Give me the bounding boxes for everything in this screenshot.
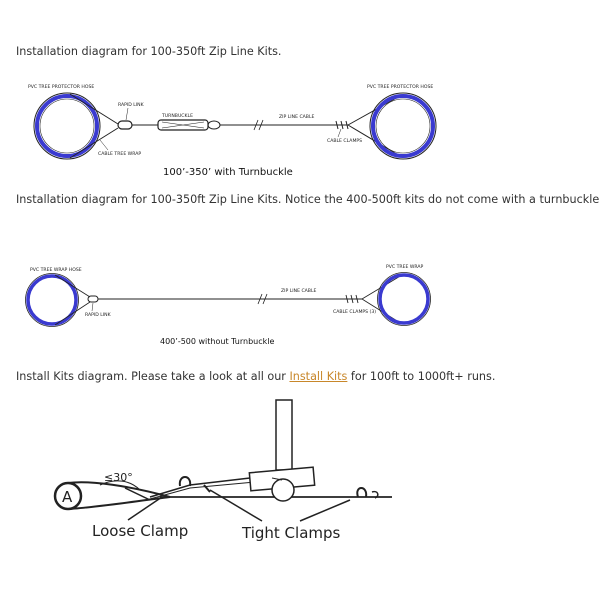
left-tree-outline <box>33 92 101 160</box>
right-tree-hose <box>371 94 435 158</box>
lever-handle <box>275 399 293 471</box>
install-kit-diagram: A ≤30° Loose Clamp Tight Clamps <box>53 399 392 542</box>
cable-wrap-anchor <box>67 481 171 510</box>
lever-wheel <box>271 478 295 502</box>
label-pvc-left-2: PVC TREE WRAP HOSE <box>30 267 82 273</box>
diagram-without-turnbuckle: PVC TREE WRAP HOSE PVC TREE WRAP RAPID L… <box>25 264 431 346</box>
left-tree-hose <box>35 94 99 158</box>
install-kits-link[interactable]: Install Kits <box>289 370 348 383</box>
cable-clamps-1 <box>335 120 349 130</box>
caption-100-350-kits: Installation diagram for 100-350ft Zip L… <box>16 45 282 58</box>
label-rapid-link-2: RAPID LINK <box>85 312 112 318</box>
angle-label: ≤30° <box>104 471 133 484</box>
label-cable-clamps-1: CABLE CLAMPS <box>327 138 362 144</box>
loose-clamp <box>178 476 192 487</box>
subtitle-400-500: 400’-500 without Turnbuckle <box>160 337 274 346</box>
anchor-label: A <box>62 488 73 506</box>
tight-clamp-right <box>356 487 368 498</box>
label-loose-clamp: Loose Clamp <box>92 522 188 540</box>
label-pvc-right-2: PVC TREE WRAP <box>386 264 424 270</box>
subtitle-100-350: 100’-350’ with Turnbuckle <box>163 167 293 178</box>
left-tree-hose-2 <box>26 274 78 326</box>
diagram-with-turnbuckle: PVC TREE PROTECTOR HOSE PVC TREE PROTECT… <box>28 84 437 178</box>
label-zip-line-cable-1: ZIP LINE CABLE <box>279 114 315 120</box>
rapid-link-1 <box>117 120 133 130</box>
label-turnbuckle: TURNBUCKLE <box>161 113 193 119</box>
caption-install-kits: Install Kits diagram. Please take a look… <box>16 370 495 383</box>
label-rapid-link-1: RAPID LINK <box>118 102 145 108</box>
caption-400-500-kits: Installation diagram for 100-350ft Zip L… <box>16 193 600 206</box>
label-pvc-left-1: PVC TREE PROTECTOR HOSE <box>28 84 94 90</box>
right-tree-hose-2 <box>378 273 430 325</box>
cable-clamps-2 <box>345 294 359 304</box>
label-pvc-right-1: PVC TREE PROTECTOR HOSE <box>367 84 433 90</box>
label-tight-clamps: Tight Clamps <box>241 524 341 542</box>
install-kits-suffix: for 100ft to 1000ft+ runs. <box>347 370 496 383</box>
label-zip-line-cable-2: ZIP LINE CABLE <box>281 288 317 294</box>
install-kits-prefix: Install Kits diagram. Please take a look… <box>16 370 290 383</box>
left-cable-wrap <box>69 93 119 159</box>
label-cable-clamps-2: CABLE CLAMPS (3) <box>333 309 376 315</box>
label-cable-tree-wrap: CABLE TREE WRAP <box>98 151 141 157</box>
